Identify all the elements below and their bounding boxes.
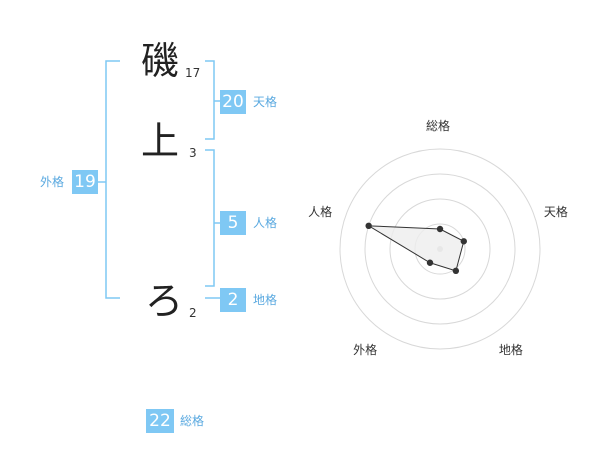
radar-axis-label-1: 総格: [426, 119, 451, 133]
jinkaku-bracket: [205, 149, 215, 287]
radar-point-4: [426, 259, 434, 266]
name-char-3: ろ: [145, 279, 184, 323]
radar-axis-label-2: 天格: [543, 204, 568, 219]
soukaku-label: 総格: [180, 414, 205, 428]
radar-axis-label-5: 人格: [308, 204, 333, 219]
name-char-1-strokes: 17: [185, 66, 201, 80]
gaikaku-bracket: [105, 60, 120, 299]
name-char-2-strokes: 3: [189, 146, 197, 160]
radar-point-3: [452, 267, 460, 275]
chikaku-label: 地格: [253, 293, 278, 307]
radar-point-2: [460, 238, 467, 245]
tenkaku-bracket: [205, 60, 215, 140]
radar-value-polygon: [368, 225, 465, 272]
radar-axis-label-3: 地格: [498, 343, 523, 358]
tenkaku-value-badge: 20: [220, 90, 246, 114]
name-char-2: 上: [141, 119, 180, 163]
radar-point-5: [365, 222, 372, 230]
name-char-3-strokes: 2: [189, 306, 197, 320]
soukaku-value-badge: 22: [146, 409, 174, 433]
radar-grid-ring: [364, 173, 516, 325]
radar-grid-ring: [389, 198, 491, 300]
jinkaku-value-badge: 5: [220, 211, 246, 235]
radar-axis-label-4: 外格: [353, 343, 378, 358]
radar-point-1: [436, 225, 444, 233]
chikaku-value-badge: 2: [220, 288, 246, 312]
jinkaku-label: 人格: [253, 216, 278, 230]
gaikaku-label: 外格: [40, 175, 65, 189]
gaikaku-value-badge: 19: [72, 170, 98, 194]
tenkaku-label: 天格: [253, 95, 278, 109]
radar-grid-ring: [339, 148, 541, 350]
name-char-1: 磯: [141, 39, 180, 83]
